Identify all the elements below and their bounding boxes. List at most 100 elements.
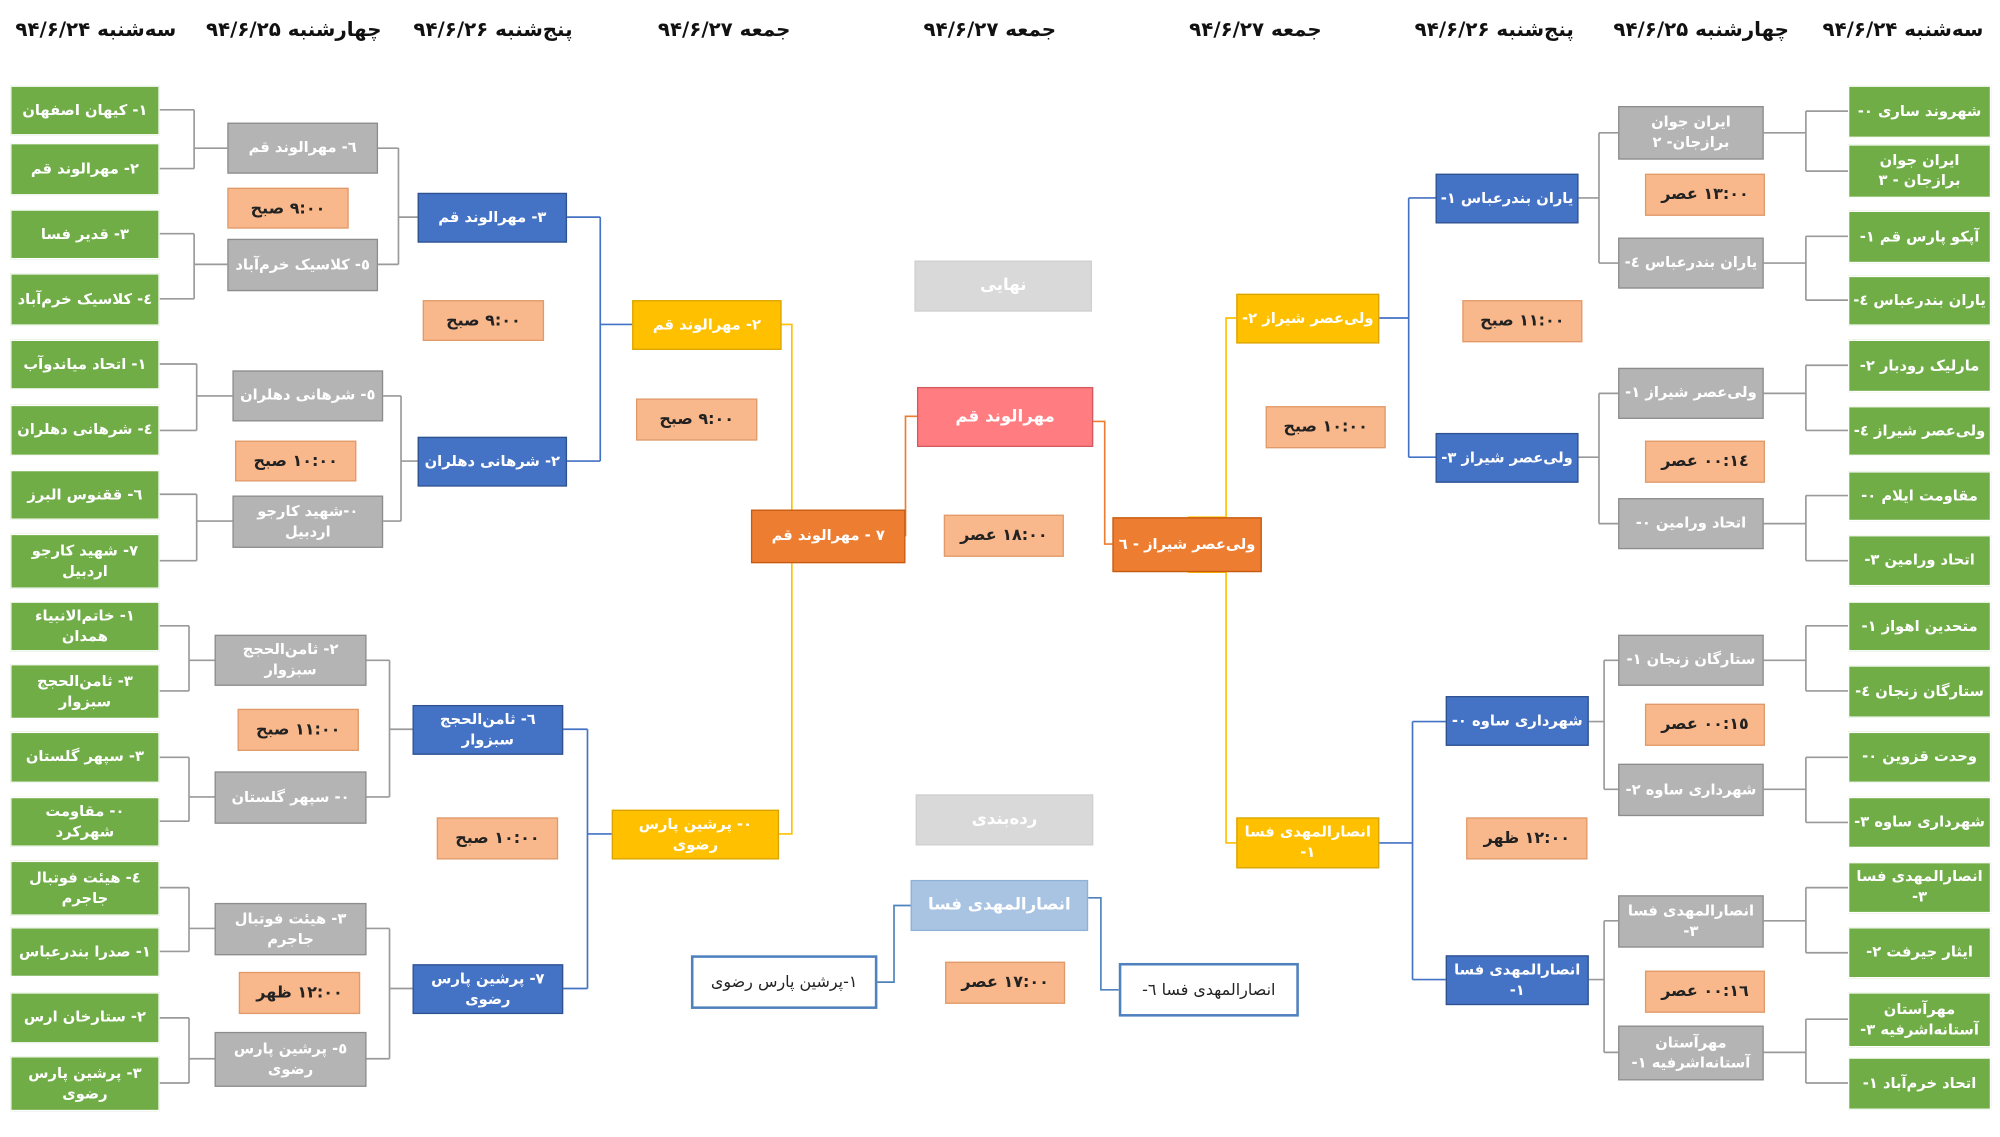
connector-line [779, 323, 793, 835]
left-r3-team: ٦- ثامن‌الحجج سبزوار [412, 704, 564, 755]
third-place-left-team: ۱-پرشین پارس رضوی [690, 955, 878, 1009]
third-place-winner: انصارالمهدی فسا [910, 879, 1089, 932]
right-r2-team: مهرآستان آستانه‌اشرفیه ۱- [1618, 1025, 1764, 1081]
connector-line [877, 904, 911, 983]
right-r2-time: ۱۳:۰۰ عصر [1644, 173, 1766, 216]
header-day-5: جمعه ۹۴/۶/۲۷ [923, 17, 1057, 41]
champion-box: مهرالوند قم [916, 386, 1094, 447]
right-r4-team: ولی‌عصر شیراز ۲- [1236, 293, 1380, 344]
connector-line [1763, 494, 1849, 562]
right-r2-team: یاران بندرعباس ٤- [1618, 237, 1764, 289]
right-r1-team: شهرداری ساوه ۳- [1848, 796, 1992, 849]
right-r3-time: ۱۲:۰۰ ظهر [1466, 817, 1588, 860]
left-r2-team: ۲- ثامن‌الحجج سبزوار [214, 634, 367, 686]
left-r1-team: ٤- هیئت فوتبال جاجرم [10, 860, 160, 916]
header-day-4: جمعه ۹۴/۶/۲۷ [657, 17, 791, 41]
right-r2-time: ۱٥:۰۰ عصر [1644, 703, 1766, 746]
connector-line [1588, 919, 1619, 1054]
left-r1-team: ٤- کلاسیک خرم‌آباد [10, 273, 160, 326]
connector-line [1407, 197, 1436, 459]
left-r2-time: ۱۲:۰۰ ظهر [238, 971, 361, 1015]
right-r1-team: ولی‌عصر شیراز ٤- [1848, 406, 1992, 456]
third-place-right-team: انصارالمهدی فسا ٦- [1118, 962, 1299, 1017]
left-r2-team: ٥- شرهانی دهلران [232, 370, 384, 422]
left-r3-time: ۹:۰۰ صبح [422, 300, 545, 341]
right-r1-team: مارلیک رودبار ۲- [1848, 339, 1992, 393]
header-day-1: سه‌شنبه ۹۴/۶/۲۴ [15, 17, 177, 41]
final-time: ۱۸:۰۰ عصر [943, 514, 1064, 557]
left-r2-team: ٥- کلاسیک خرم‌آباد [227, 238, 379, 292]
left-r1-team: ۳- ثامن‌الحجج سبزوار [10, 664, 160, 720]
connector-line [378, 147, 418, 266]
right-r1-team: مقاومت ایلام ۰- [1848, 471, 1992, 522]
left-r3-time: ۱۰:۰۰ صبح [436, 817, 559, 860]
right-r2-team: شهرداری ساوه ۲- [1618, 763, 1764, 817]
right-r1-team: اتحاد ورامین ۳- [1848, 535, 1992, 587]
connector-line [159, 493, 233, 562]
connector-line [366, 927, 413, 1060]
connector-line [383, 395, 418, 522]
left-r2-team: ۳- هیئت فوتبال جاجرم [214, 902, 367, 956]
third-place-time: ۱۷:۰۰ عصر [945, 961, 1066, 1004]
right-r1-team: اتحاد خرم‌آباد ۱- [1848, 1057, 1992, 1110]
header-day-6: جمعه ۹۴/۶/۲۷ [1189, 17, 1322, 41]
final-label: نهایی [914, 260, 1092, 312]
right-r1-team: مهرآستان آستانه‌اشرفیه ۳- [1848, 992, 1992, 1048]
left-r1-team: ۰- مقاومت شهرکرد [10, 796, 160, 847]
left-r2-team: ٥- پرشین پارس رضوی [214, 1031, 367, 1087]
right-r2-time: ۱٦:۰۰ عصر [1644, 970, 1766, 1013]
right-r3-team: ولی‌عصر شیراز ۳- [1435, 432, 1579, 483]
connector-line [1588, 659, 1619, 791]
connector-line [1088, 896, 1119, 991]
left-r1-team: ٦- ققنوس البرز [10, 469, 160, 520]
right-r2-time: ۱٤:۰۰ عصر [1644, 440, 1766, 483]
left-r4-time: ۹:۰۰ صبح [636, 398, 758, 441]
right-r2-team: انصارالمهدی فسا ۳- [1618, 895, 1764, 948]
left-r4-team: ۲- مهرالوند قم [632, 300, 782, 350]
left-r1-team: ۱- خاتم‌الانبیاء همدان [10, 601, 160, 652]
right-r2-team: اتحاد ورامین ۰- [1618, 498, 1764, 550]
connector-line [159, 232, 228, 300]
left-r1-team: ۲- مهرالوند قم [10, 143, 160, 196]
connector-line [1763, 624, 1849, 692]
left-r1-team: ۷- شهید کارجو اردبیل [10, 533, 160, 589]
connector-line [1763, 364, 1849, 432]
right-r1-team: ستارگان زنجان ٤- [1848, 665, 1992, 718]
left-r2-team: ۰- سپهر گلستان [214, 771, 367, 824]
connector-line [159, 1017, 215, 1084]
connector-line [1187, 317, 1237, 844]
left-r1-team: ۳- پرشین پارس رضوی [10, 1056, 160, 1112]
connector-line [904, 415, 917, 537]
left-r3-team: ۳- مهرالوند قم [417, 192, 568, 243]
connector-line [563, 728, 612, 990]
right-r3-team: شهرداری ساوه ۰- [1445, 696, 1589, 746]
left-r2-time: ۱۱:۰۰ صبح [237, 708, 359, 751]
right-r2-team: ایران جوان برازجان- ۲ [1618, 106, 1764, 160]
left-r1-team: ۱- صدرا بندرعباس [10, 927, 160, 978]
connector-line [159, 363, 233, 432]
connector-line [159, 109, 228, 170]
left-semifinal-winner: ۷ - مهرالوند قم [750, 509, 906, 564]
connector-line [1578, 392, 1619, 525]
left-r1-team: ۲- ستارخان ارس [10, 992, 160, 1044]
header-day-2: چهارشنبه ۹۴/۶/۲۵ [205, 17, 382, 41]
right-r1-team: متحدین اهواز ۱- [1848, 601, 1992, 652]
connector-line [1763, 886, 1849, 954]
left-r1-team: ۱- کیهان اصفهان [10, 85, 160, 136]
connector-line [1379, 720, 1446, 981]
right-r4-time: ۱۰:۰۰ صبح [1265, 406, 1386, 449]
right-r4-team: انصارالمهدی فسا ۱- [1236, 817, 1380, 869]
left-r1-team: ۱- اتحاد میاندوآب [10, 339, 160, 390]
connector-line [159, 886, 215, 953]
right-r3-time: ۱۱:۰۰ صبح [1462, 300, 1583, 343]
left-r2-time: ۹:۰۰ صبح [227, 187, 349, 229]
right-r2-team: ولی‌عصر شیراز ۱- [1618, 367, 1764, 419]
right-r2-team: ستارگان زنجان ۱- [1618, 634, 1764, 686]
left-r1-team: ٤- شرهانی دهلران [10, 404, 160, 456]
left-r2-team: ٦- مهرالوند قم [227, 122, 379, 174]
connector-line [1763, 235, 1849, 301]
connector-line [1578, 131, 1619, 264]
right-r3-team: یاران بندرعباس ۱- [1435, 173, 1579, 224]
right-r1-team: آپکو پارس قم ۱- [1848, 210, 1992, 264]
